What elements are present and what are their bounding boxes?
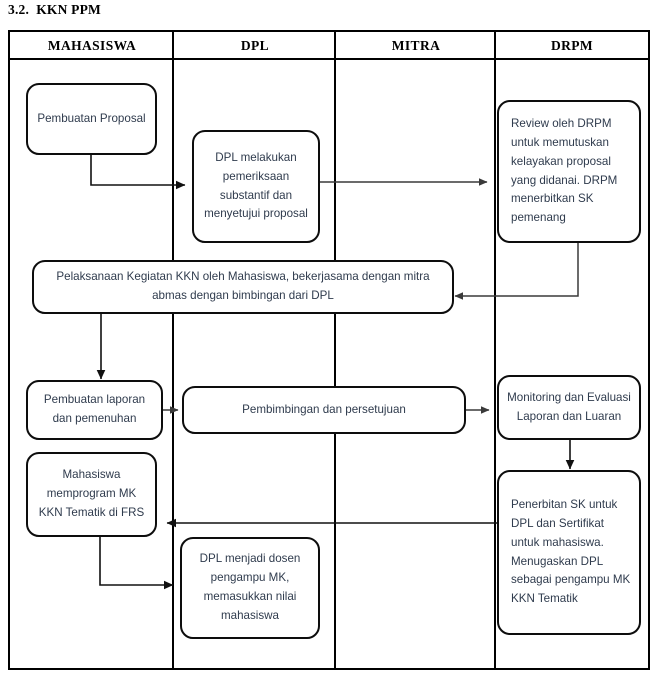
node-pembuatan-laporan-label: Pembuatan laporan dan pemenuhan [43, 393, 146, 425]
node-pembuatan-laporan[interactable]: Pembuatan laporan dan pemenuhan [26, 380, 163, 440]
lane-header-drpm: DRPM [550, 38, 594, 53]
node-mahasiswa-frs-label: Mahasiswa memprogram MK KKN Tematik di F… [38, 468, 145, 519]
node-pelaksanaan-kkn[interactable]: Pelaksanaan Kegiatan KKN oleh Mahasiswa,… [32, 260, 454, 314]
node-pembimbingan[interactable]: Pembimbingan dan persetujuan [182, 386, 466, 434]
node-pelaksanaan-kkn-label: Pelaksanaan Kegiatan KKN oleh Mahasiswa,… [56, 270, 430, 302]
node-penerbitan-sk[interactable]: Penerbitan SK untuk DPL dan Sertifikat u… [497, 470, 641, 635]
node-pembuatan-proposal-label: Pembuatan Proposal [37, 111, 146, 125]
node-monitoring-evaluasi-label: Monitoring dan Evaluasi Laporan dan Luar… [507, 390, 631, 423]
node-monitoring-evaluasi[interactable]: Monitoring dan Evaluasi Laporan dan Luar… [497, 375, 641, 440]
node-dpl-dosen-pengampu[interactable]: DPL menjadi dosen pengampu MK, memasukka… [180, 537, 320, 639]
node-pembimbingan-label: Pembimbingan dan persetujuan [242, 402, 406, 416]
page-title: 3.2. KKN PPM [8, 2, 101, 17]
node-mahasiswa-frs[interactable]: Mahasiswa memprogram MK KKN Tematik di F… [26, 452, 157, 537]
node-dpl-pemeriksaan[interactable]: DPL melakukan pemeriksaan substantif dan… [192, 130, 320, 243]
lane-header-dpl: DPL [240, 38, 270, 53]
lane-header-mahasiswa: MAHASISWA [47, 38, 137, 53]
lane-header-mitra: MITRA [391, 38, 441, 53]
swimlane-table: MAHASISWA DPL MITRA DRPM [8, 30, 650, 670]
swimlane-header-row: MAHASISWA DPL MITRA DRPM [10, 32, 648, 60]
node-review-drpm[interactable]: Review oleh DRPM untuk memutuskan kelaya… [497, 100, 641, 243]
lane-divider-2 [334, 32, 336, 668]
lane-divider-1 [172, 32, 174, 668]
node-dpl-dosen-pengampu-label: DPL menjadi dosen pengampu MK, memasukka… [199, 552, 301, 622]
node-pembuatan-proposal[interactable]: Pembuatan Proposal [26, 83, 157, 155]
node-review-drpm-label: Review oleh DRPM untuk memutuskan kelaya… [511, 117, 618, 225]
node-dpl-pemeriksaan-label: DPL melakukan pemeriksaan substantif dan… [204, 150, 308, 221]
node-penerbitan-sk-label: Penerbitan SK untuk DPL dan Sertifikat u… [511, 498, 631, 606]
lane-divider-3 [494, 32, 496, 668]
